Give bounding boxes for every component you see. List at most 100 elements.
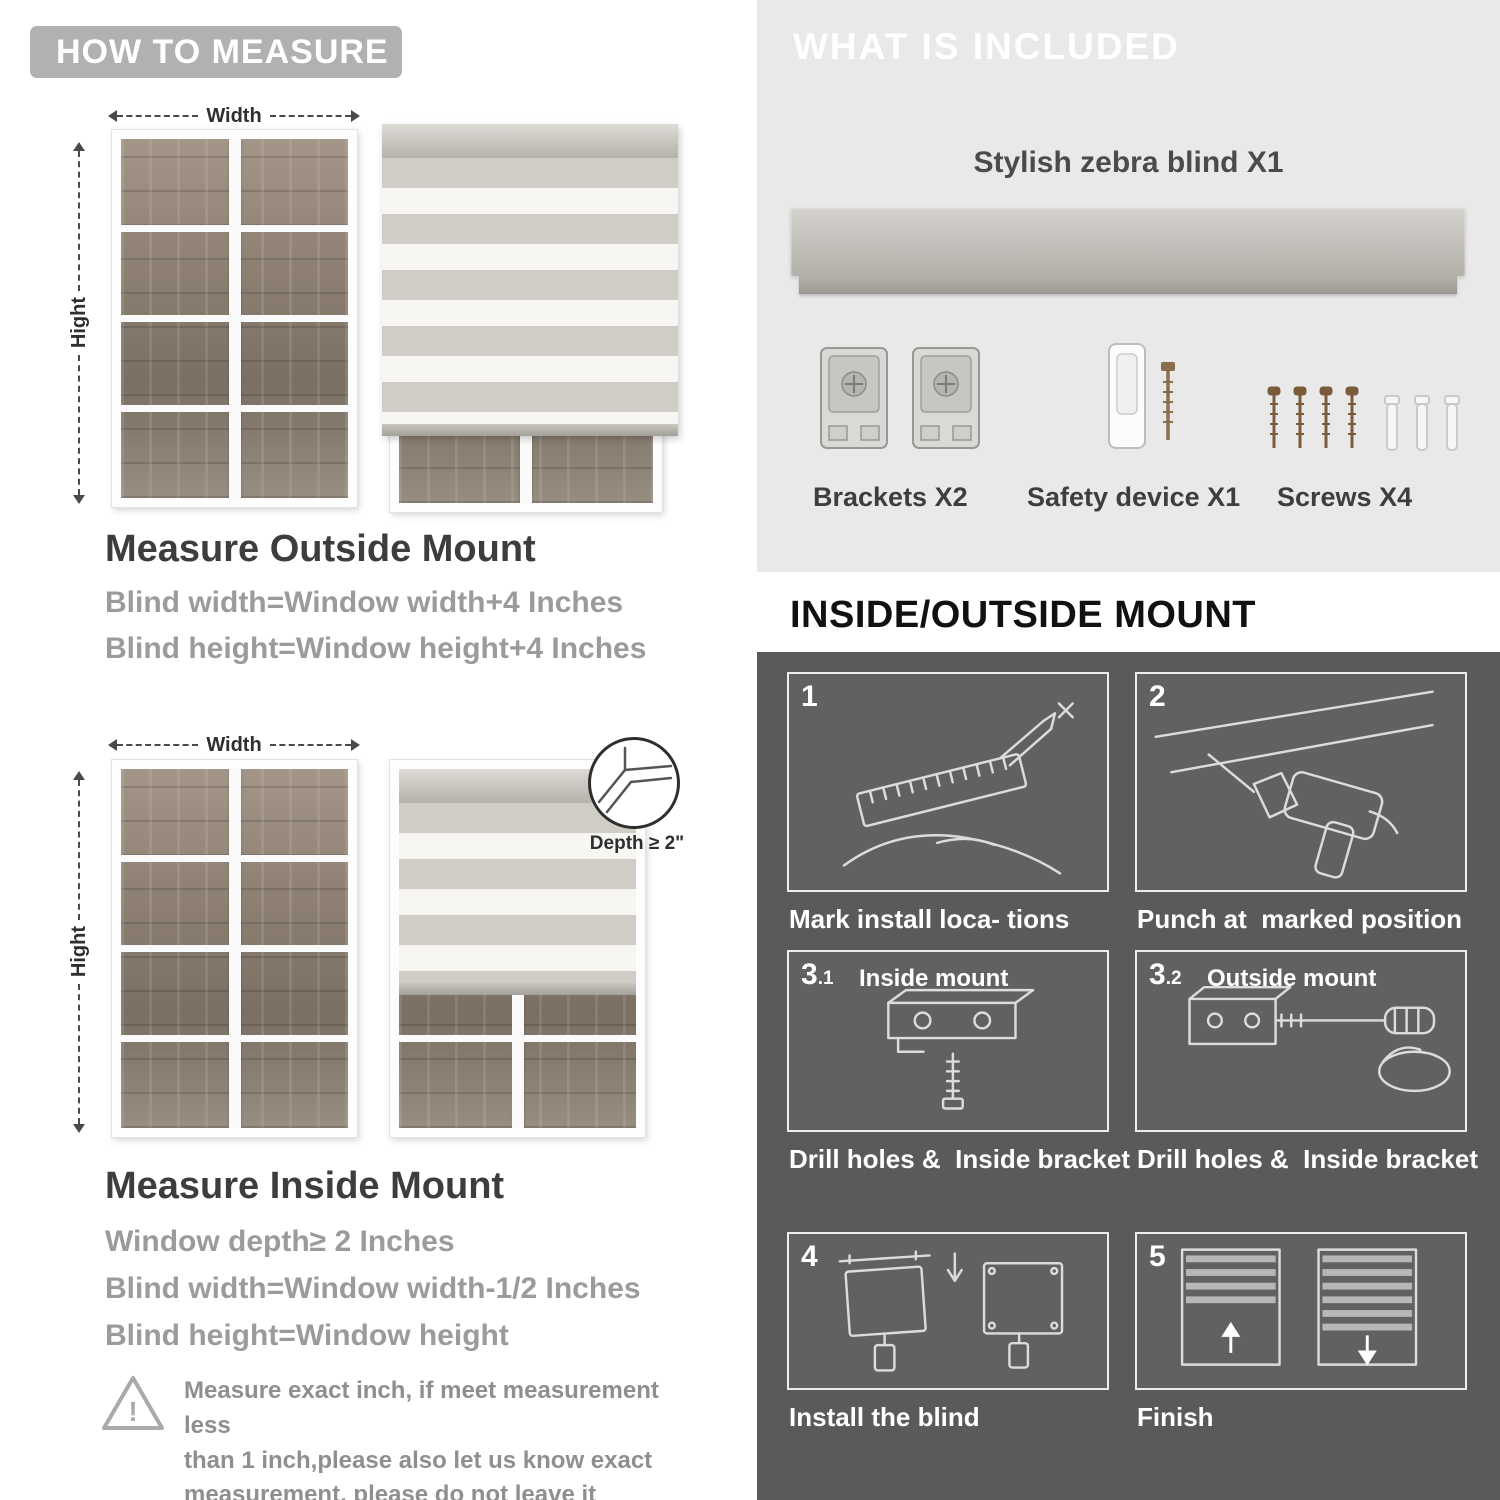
window-mullion bbox=[121, 855, 348, 863]
zebra-blind-outside-mount bbox=[382, 124, 678, 436]
blind-bottomrail bbox=[382, 424, 678, 436]
dash-line bbox=[78, 780, 80, 921]
arrow-left-icon bbox=[108, 110, 117, 122]
inside-bracket-drawing-icon bbox=[887, 988, 1035, 1110]
step-panel-3-1: 3.1 Inside mount bbox=[787, 950, 1109, 1132]
height-label: Hight bbox=[67, 926, 90, 978]
what-is-included-panel: WHAT IS INCLUDED Stylish zebra blind X1 bbox=[757, 0, 1500, 572]
inside-mount-label: Inside mount bbox=[859, 965, 1009, 992]
window-mullion bbox=[121, 944, 348, 952]
outside-mount-heading: Measure Outside Mount bbox=[105, 528, 536, 570]
zebra-blind-label: Stylish zebra blind X1 bbox=[973, 146, 1284, 179]
how-to-measure-title: HOW TO MEASURE bbox=[56, 32, 389, 71]
blind-headrail bbox=[382, 124, 678, 158]
outside-mount-rule-1: Blind width=Window width+4 Inches bbox=[105, 586, 624, 619]
dash-line bbox=[117, 115, 199, 117]
arrow-down-icon bbox=[73, 495, 85, 504]
arrow-up-icon bbox=[73, 771, 85, 780]
dash-line bbox=[269, 115, 352, 117]
window-mullion bbox=[121, 404, 348, 412]
step-number: 2 bbox=[1149, 680, 1166, 713]
arrow-right-icon bbox=[351, 739, 361, 751]
inside-mount-heading: Measure Inside Mount bbox=[105, 1165, 505, 1207]
mount-steps-panel: 1 2 bbox=[757, 652, 1500, 1500]
step-number: 3.2 bbox=[1149, 958, 1182, 991]
blind-headrail-lip bbox=[799, 276, 1457, 294]
window-mullion bbox=[399, 1034, 636, 1042]
arrow-up-icon bbox=[73, 142, 85, 151]
step-number: 5 bbox=[1149, 1240, 1166, 1273]
step-caption-4: Install the blind bbox=[789, 1402, 980, 1432]
height-measure-arrow: Hight bbox=[67, 771, 90, 1133]
step-number: 3.1 bbox=[801, 958, 834, 991]
dash-line bbox=[78, 354, 80, 495]
inside-mount-rule-2: Blind width=Window width-1/2 Inches bbox=[105, 1272, 641, 1305]
step-caption-5: Finish bbox=[1137, 1402, 1214, 1432]
window-with-inside-blind bbox=[390, 760, 645, 1137]
inside-outside-mount-heading: INSIDE/OUTSIDE MOUNT bbox=[790, 594, 1257, 636]
window-glass bbox=[399, 769, 636, 1128]
arrow-left-icon bbox=[108, 739, 117, 751]
dash-line bbox=[117, 744, 199, 746]
width-measure-arrow: Width bbox=[108, 734, 361, 756]
mark-locations-drawing-icon bbox=[842, 702, 1074, 875]
step-panel-3-2: 3.2 Outside mount bbox=[1135, 950, 1467, 1132]
safety-device-label: Safety device X1 bbox=[1027, 482, 1241, 512]
blind-stripes bbox=[382, 158, 678, 424]
brackets-label: Brackets X2 bbox=[813, 482, 968, 512]
step-panel-1: 1 bbox=[787, 672, 1109, 892]
bracket-illustration bbox=[815, 342, 893, 465]
dash-line bbox=[269, 744, 352, 746]
how-to-measure-banner: HOW TO MEASURE bbox=[30, 26, 402, 78]
bracket-illustration bbox=[907, 342, 985, 465]
outside-bracket-drawing-icon bbox=[1188, 985, 1451, 1093]
window-glass bbox=[121, 139, 348, 498]
height-measure-arrow: Hight bbox=[67, 142, 90, 504]
step-panel-5: 5 bbox=[1135, 1232, 1467, 1390]
screws-label: Screws X4 bbox=[1277, 482, 1413, 512]
safety-device-illustration bbox=[1095, 340, 1195, 473]
outside-mount-figure: Width Hight bbox=[60, 100, 720, 525]
step-caption-1: Mark install loca- tions bbox=[789, 904, 1070, 934]
arrow-right-icon bbox=[351, 110, 361, 122]
inside-mount-figure: Width Hight bbox=[60, 725, 720, 1155]
window-illustration bbox=[112, 760, 357, 1137]
window-mullion bbox=[121, 1034, 348, 1042]
finish-blinds-drawing-icon bbox=[1180, 1248, 1418, 1366]
outside-mount-label: Outside mount bbox=[1207, 965, 1377, 992]
dash-line bbox=[78, 151, 80, 292]
outside-mount-rule-2: Blind height=Window height+4 Inches bbox=[105, 632, 647, 665]
window-illustration bbox=[112, 130, 357, 507]
height-label: Hight bbox=[67, 297, 90, 349]
width-measure-arrow: Width bbox=[108, 105, 361, 127]
what-is-included-title: WHAT IS INCLUDED bbox=[793, 26, 1180, 67]
blind-stripes bbox=[399, 803, 636, 984]
step-number: 4 bbox=[801, 1240, 818, 1273]
step-caption-3-2: Drill holes & Inside bracket bbox=[1137, 1144, 1478, 1174]
warning-triangle-icon: ! bbox=[100, 1372, 166, 1439]
drill-drawing-icon bbox=[1154, 690, 1434, 879]
step-panel-2: 2 bbox=[1135, 672, 1467, 892]
screws-illustration bbox=[1262, 386, 1477, 471]
step-caption-3-1: Drill holes & Inside bracket bbox=[789, 1144, 1130, 1174]
install-blind-drawing-icon bbox=[838, 1250, 1064, 1372]
measure-note: Measure exact inch, if meet measurement … bbox=[184, 1377, 659, 1500]
depth-callout-label: Depth ≥ 2" bbox=[589, 833, 685, 854]
step-number: 1 bbox=[801, 680, 818, 713]
inside-mount-rule-3: Blind height=Window height bbox=[105, 1319, 509, 1352]
window-corner-zoom-icon bbox=[597, 746, 673, 814]
warning-exclamation: ! bbox=[128, 1396, 137, 1427]
depth-callout-circle bbox=[588, 737, 680, 829]
blind-headrail-illustration bbox=[791, 206, 1465, 276]
inside-mount-rule-1: Window depth≥ 2 Inches bbox=[105, 1225, 455, 1258]
window-mullion bbox=[121, 225, 348, 233]
width-label: Width bbox=[206, 733, 262, 756]
width-label: Width bbox=[206, 104, 262, 127]
window-mullion bbox=[121, 314, 348, 322]
window-glass bbox=[121, 769, 348, 1128]
arrow-down-icon bbox=[73, 1124, 85, 1133]
blind-bottomrail bbox=[399, 983, 636, 996]
dash-line bbox=[78, 983, 80, 1124]
step-panel-4: 4 bbox=[787, 1232, 1109, 1390]
